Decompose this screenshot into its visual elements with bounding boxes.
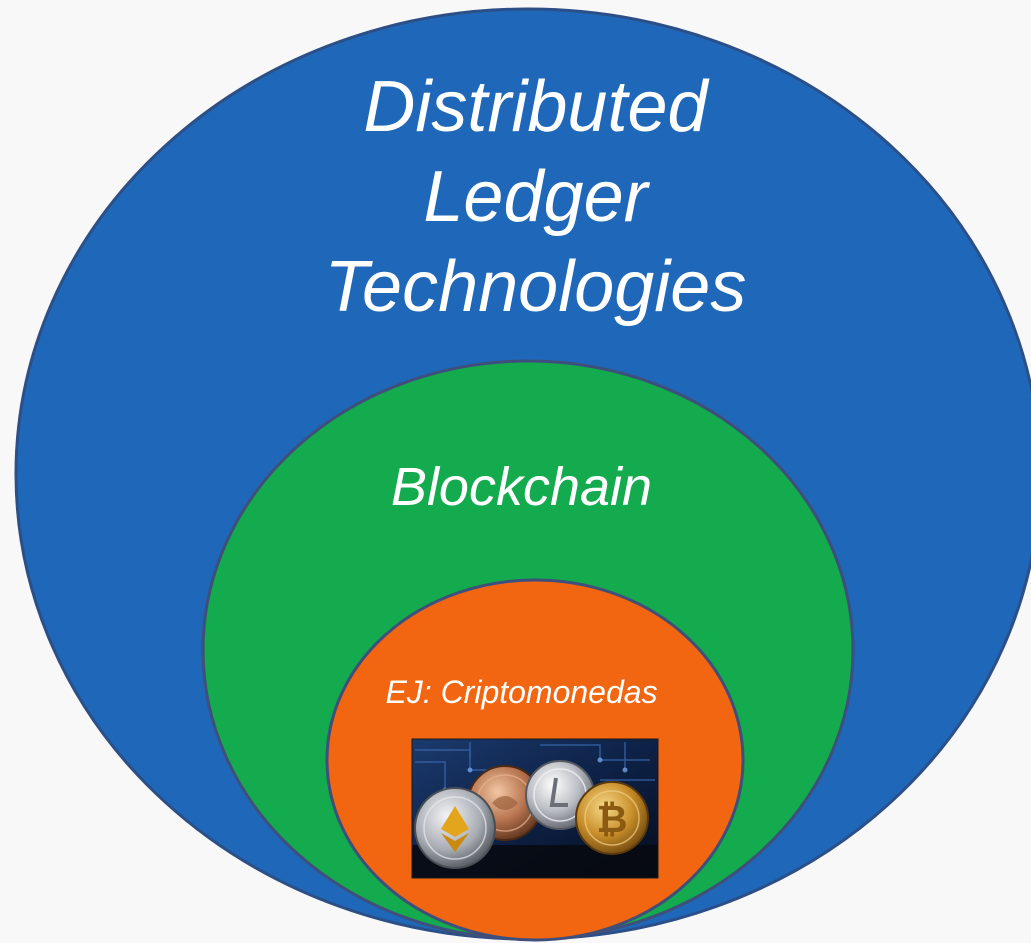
outer-title-line2: Ledger xyxy=(423,157,648,237)
crypto-coins-photo: ₿ xyxy=(412,739,658,878)
inner-title: EJ: Criptomonedas xyxy=(385,674,658,710)
outer-title-line1: Distributed xyxy=(363,67,708,147)
outer-title-line3: Technologies xyxy=(324,247,747,327)
middle-title: Blockchain xyxy=(390,457,653,517)
svg-text:₿: ₿ xyxy=(597,797,628,841)
outer-title: Distributed Ledger Technologies xyxy=(20,62,1031,332)
ethereum-coin-icon xyxy=(414,787,496,869)
bitcoin-coin-icon: ₿ xyxy=(575,781,649,855)
